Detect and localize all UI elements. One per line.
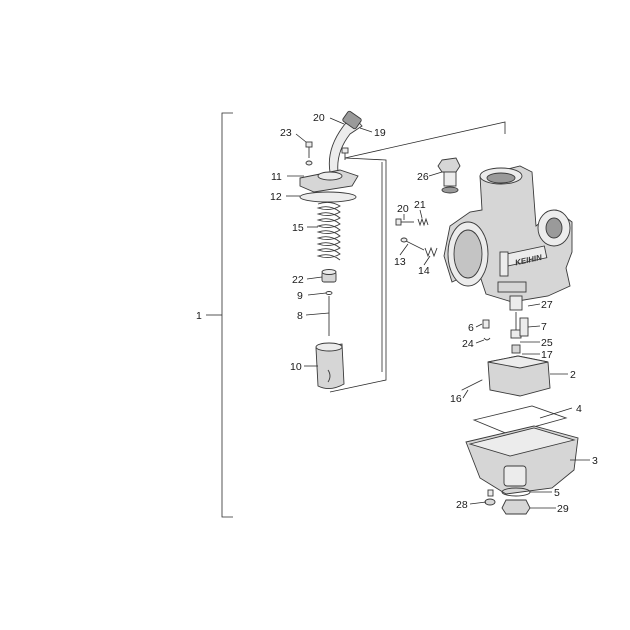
callout-14: 14: [418, 265, 430, 277]
callout-16: 16: [450, 393, 462, 405]
callout-29: 29: [557, 503, 569, 515]
assembly-bracket: 1: [196, 112, 233, 518]
throttle-slide: [315, 342, 345, 389]
pilot-screws: [395, 217, 429, 227]
callout-20: 20: [397, 203, 409, 215]
throttle-spring: [316, 201, 341, 261]
callout-19: 20: [313, 112, 325, 124]
group-frame: [329, 121, 506, 393]
callout-22: 22: [292, 274, 304, 286]
top-screws: [305, 141, 349, 166]
carburetor-body: KEIHIN: [443, 165, 573, 303]
callout-17: 17: [541, 349, 553, 361]
callout-6: 6: [468, 322, 474, 334]
callout-7: 7: [541, 321, 547, 333]
callout-11: 11: [271, 171, 282, 183]
float: [487, 355, 551, 397]
top-cap: [299, 169, 359, 193]
callout-10: 10: [290, 361, 302, 373]
callout-13: 13: [394, 256, 406, 268]
float-bowl: [465, 425, 579, 495]
callout-18: 19: [374, 127, 386, 139]
drain-parts: [484, 487, 531, 515]
cable-elbow: [328, 110, 363, 173]
callout-2: 2: [570, 369, 576, 381]
callout-28: 28: [456, 499, 468, 511]
callout-27: 27: [541, 299, 553, 311]
callout-12: 12: [270, 191, 282, 203]
callout-24: 24: [462, 338, 474, 350]
callout-labels: 20 19 23 11 12 15 22 9 8 10 26 20 21 13 …: [270, 112, 598, 515]
top-adjust-screw: [437, 157, 461, 194]
jet-parts: [482, 295, 529, 354]
needle-retainer: [321, 269, 337, 283]
jet-needle: [325, 291, 333, 336]
idle-screw: [400, 237, 438, 258]
assembly-label: 1: [196, 310, 202, 322]
callout-9: 9: [297, 290, 303, 302]
callout-8: 8: [297, 310, 303, 322]
callout-3: 3: [592, 455, 598, 467]
callout-23: 23: [280, 127, 292, 139]
leader-lines: [286, 117, 590, 509]
float-pin: [461, 379, 483, 391]
callout-5: 5: [554, 487, 560, 499]
callout-4: 4: [576, 403, 582, 415]
callout-25: 25: [541, 337, 553, 349]
cap-gasket: [299, 191, 357, 203]
bowl-gasket: [472, 405, 568, 435]
callout-21: 21: [414, 199, 426, 211]
callout-15: 15: [292, 222, 304, 234]
callout-26: 26: [417, 171, 429, 183]
